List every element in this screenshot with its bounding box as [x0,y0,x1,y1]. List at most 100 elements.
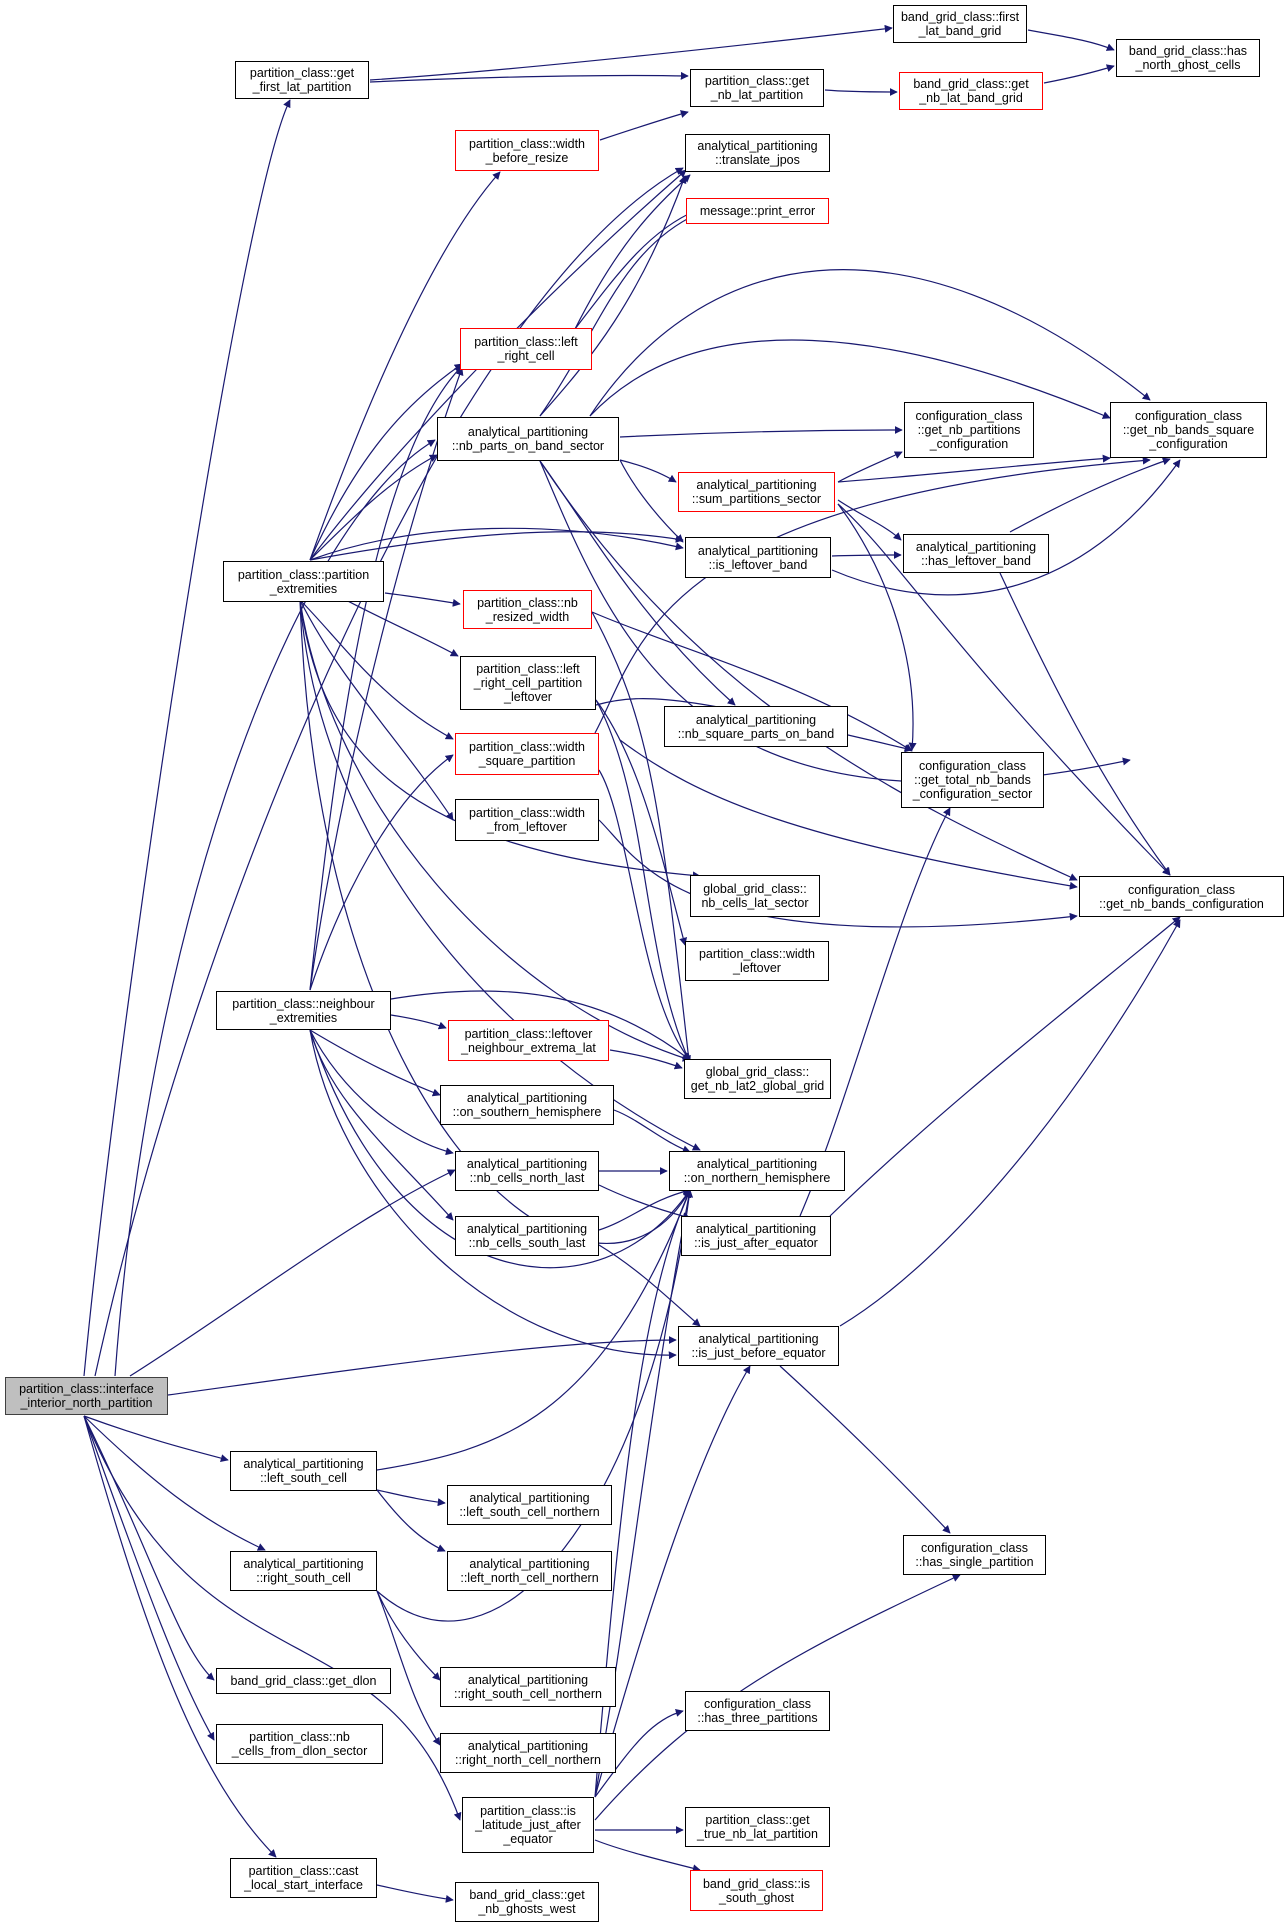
node-partition-extremities[interactable]: partition_class::partition_extremities [223,561,384,602]
node-left-north-cell-northern[interactable]: analytical_partitioning::left_north_cell… [447,1551,612,1591]
node-leftover-neighbour-extrema-lat[interactable]: partition_class::leftover_neighbour_extr… [448,1020,609,1061]
node-get-dlon[interactable]: band_grid_class::get_dlon [216,1668,391,1694]
node-has-leftover-band[interactable]: analytical_partitioning::has_leftover_ba… [903,534,1049,573]
node-neighbour-extremities[interactable]: partition_class::neighbour_extremities [216,991,391,1030]
node-print-error[interactable]: message::print_error [686,198,829,224]
call-edge [369,71,689,83]
node-left-right-cell-partition-leftover[interactable]: partition_class::left_right_cell_partiti… [460,656,596,710]
node-get-true-nb-lat-partition[interactable]: partition_class::get_true_nb_lat_partiti… [685,1807,830,1847]
node-is-south-ghost[interactable]: band_grid_class::is_south_ghost [690,1870,823,1911]
call-edge [839,919,1181,1327]
node-is-just-before-equator[interactable]: analytical_partitioning::is_just_before_… [678,1326,839,1366]
call-edge [83,1415,215,1741]
call-edge [591,611,913,752]
call-edge [309,363,463,561]
call-edge [589,339,1111,419]
node-nb-cells-lat-sector[interactable]: global_grid_class::nb_cells_lat_sector [690,875,820,917]
call-edge [591,611,694,1071]
call-edge [837,499,902,541]
call-edge [598,1244,701,1327]
node-width-leftover[interactable]: partition_class::width_leftover [685,941,829,981]
node-is-latitude-just-after-equator[interactable]: partition_class::is_latitude_just_after_… [462,1797,594,1853]
node-width-from-leftover[interactable]: partition_class::width_from_leftover [455,799,599,841]
node-has-three-partitions[interactable]: configuration_class::has_three_partition… [685,1691,830,1731]
call-edge [619,459,684,543]
call-edge [309,1029,454,1221]
node-is-leftover-band[interactable]: analytical_partitioning::is_leftover_ban… [685,537,831,578]
call-edge [376,1884,454,1903]
node-get-nb-lat-partition[interactable]: partition_class::get_nb_lat_partition [690,69,824,107]
node-left-south-cell-northern[interactable]: analytical_partitioning::left_south_cell… [447,1485,612,1525]
node-right-north-cell-northern[interactable]: analytical_partitioning::right_north_cel… [440,1733,616,1773]
call-edge [831,551,902,560]
call-edge [309,754,454,991]
node-get-nb-bands-configuration[interactable]: configuration_class::get_nb_bands_config… [1079,876,1284,917]
call-edge [599,110,689,141]
node-cast-local-start-interface[interactable]: partition_class::cast_local_start_interf… [230,1858,377,1898]
node-nb-cells-from-dlon-sector[interactable]: partition_class::nb_cells_from_dlon_sect… [216,1724,383,1764]
node-has-north-ghost-cells[interactable]: band_grid_class::has_north_ghost_cells [1116,39,1260,77]
call-edge [299,599,701,1151]
node-get-nb-lat2-global-grid[interactable]: global_grid_class::get_nb_lat2_global_gr… [684,1059,831,1099]
node-get-total-nb-bands-configuration-sector[interactable]: configuration_class::get_total_nb_bands_… [901,752,1044,808]
node-is-just-after-equator[interactable]: analytical_partitioning::is_just_after_e… [681,1216,831,1256]
node-nb-parts-on-band-sector[interactable]: analytical_partitioning::nb_parts_on_ban… [437,417,619,461]
call-edge [83,99,291,1377]
call-edge [376,1189,692,1471]
node-nb-cells-north-last[interactable]: analytical_partitioning::nb_cells_north_… [455,1151,599,1191]
call-edge [594,1189,693,1798]
call-edge [594,1574,961,1821]
call-edge [309,527,684,561]
node-first-lat-band-grid[interactable]: band_grid_class::first_lat_band_grid [893,5,1027,43]
call-edge [309,1029,454,1156]
node-get-nb-bands-square-configuration[interactable]: configuration_class::get_nb_bands_square… [1110,402,1267,458]
call-edge [619,739,1078,890]
call-edge [309,1029,441,1097]
node-on-southern-hemisphere[interactable]: analytical_partitioning::on_southern_hem… [440,1085,614,1125]
call-edge [619,459,677,483]
node-sum-partitions-sector[interactable]: analytical_partitioning::sum_partitions_… [678,472,835,512]
call-edge [114,439,436,1377]
node-width-square-partition[interactable]: partition_class::width_square_partition [455,733,599,775]
call-edge [999,572,1171,876]
node-right-south-cell[interactable]: analytical_partitioning::right_south_cel… [230,1551,377,1591]
call-edge [539,175,687,417]
node-get-nb-lat-band-grid[interactable]: band_grid_class::get_nb_lat_band_grid [899,72,1043,110]
call-edge [299,599,454,740]
node-nb-resized-width[interactable]: partition_class::nb_resized_width [463,590,592,629]
call-edge [376,1489,446,1552]
call-edge [837,503,917,751]
node-has-single-partition[interactable]: configuration_class::has_single_partitio… [903,1535,1046,1575]
call-edge [595,699,691,1064]
node-right-south-cell-northern[interactable]: analytical_partitioning::right_south_cel… [440,1667,616,1707]
node-get-nb-partitions-configuration[interactable]: configuration_class::get_nb_partitions_c… [904,402,1034,458]
node-get-nb-ghosts-west[interactable]: band_grid_class::get_nb_ghosts_west [455,1882,599,1922]
call-edge [837,451,903,483]
call-edge [837,503,1171,876]
call-edge [837,454,1111,483]
node-get-first-lat-partition[interactable]: partition_class::get_first_lat_partition [235,61,369,99]
node-width-before-resize[interactable]: partition_class::width_before_resize [455,130,599,171]
call-edge [83,1415,277,1858]
call-edge [589,269,1151,417]
call-edge [598,769,691,1061]
node-nb-cells-south-last[interactable]: analytical_partitioning::nb_cells_south_… [455,1216,599,1256]
node-on-northern-hemisphere[interactable]: analytical_partitioning::on_northern_hem… [669,1151,845,1191]
call-edge [129,1169,456,1377]
call-edge [299,599,691,1062]
call-edge [594,1709,684,1798]
call-edge [376,1590,441,1681]
node-left-south-cell[interactable]: analytical_partitioning::left_south_cell [230,1451,377,1491]
call-edge [574,209,698,330]
node-interface-interior-north-partition: partition_class::interface_interior_nort… [5,1377,168,1415]
call-edge [83,1415,462,1821]
node-nb-square-parts-on-band[interactable]: analytical_partitioning::nb_square_parts… [664,706,848,747]
call-edge [609,1049,683,1070]
node-translate-jpos[interactable]: analytical_partitioning::translate_jpos [685,134,830,172]
call-edge [369,24,893,81]
node-left-right-cell[interactable]: partition_class::left_right_cell [460,328,592,370]
call-edge [384,990,691,1061]
call-edge [829,916,1181,1217]
call-edge [539,213,698,417]
